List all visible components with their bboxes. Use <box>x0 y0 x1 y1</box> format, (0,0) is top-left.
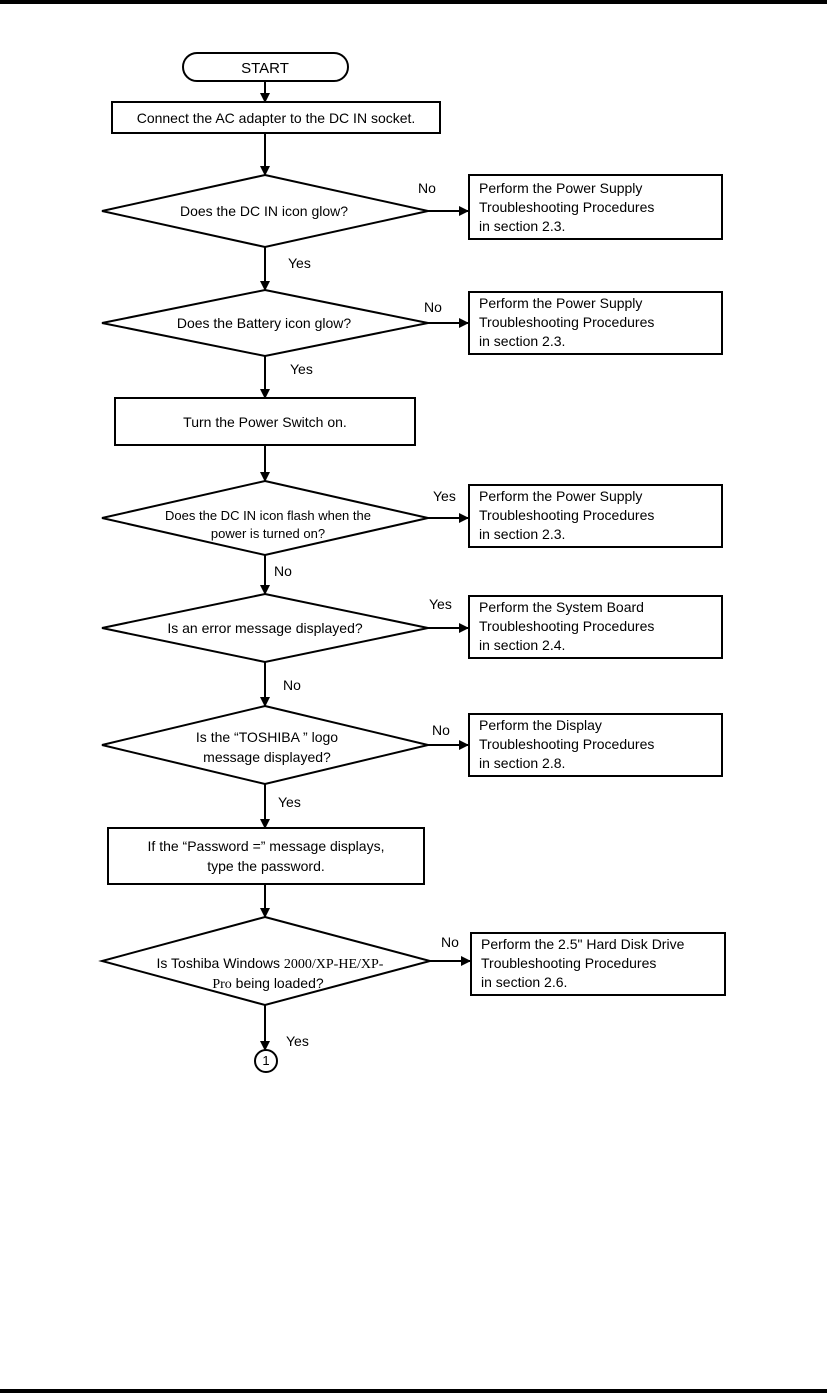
action-power-supply-1: Perform the Power Supply Troubleshooting… <box>468 174 723 240</box>
process-password-line2: type the password. <box>207 858 325 874</box>
action-display-line3: in section 2.8. <box>479 755 565 771</box>
action-hard-disk-line3: in section 2.6. <box>481 974 567 990</box>
connector-1-label: 1 <box>262 1053 269 1068</box>
decision-toshiba-logo-line2: message displayed? <box>203 749 331 765</box>
down-label-battery: Yes <box>290 361 313 377</box>
decision-windows-loaded-line2: Pro being loaded? <box>212 975 324 992</box>
decision-battery-glow: Does the Battery icon glow? <box>101 288 429 358</box>
process-password-line1: If the “Password =” message displays, <box>148 838 385 854</box>
branch-label-logo: No <box>432 722 450 738</box>
down-label-windows: Yes <box>286 1033 309 1049</box>
action-hard-disk-line2: Troubleshooting Procedures <box>481 955 656 971</box>
decision-error-message: Is an error message displayed? <box>101 592 429 664</box>
down-label-error: No <box>283 677 301 693</box>
action-power-supply-2: Perform the Power Supply Troubleshooting… <box>468 291 723 355</box>
action-power-supply-3-line1: Perform the Power Supply <box>479 488 642 504</box>
action-hard-disk: Perform the 2.5" Hard Disk Drive Trouble… <box>470 932 726 996</box>
process-connect-adapter: Connect the AC adapter to the DC IN sock… <box>111 101 441 134</box>
action-power-supply-3-line2: Troubleshooting Procedures <box>479 507 654 523</box>
decision-dc-in-flash-line1: Does the DC IN icon flash when the <box>165 508 371 523</box>
process-power-switch: Turn the Power Switch on. <box>114 397 416 446</box>
action-power-supply-2-line3: in section 2.3. <box>479 333 565 349</box>
down-label-logo: Yes <box>278 794 301 810</box>
action-system-board-line1: Perform the System Board <box>479 599 644 615</box>
down-label-dc-glow: Yes <box>288 255 311 271</box>
branch-label-windows: No <box>441 934 459 950</box>
action-power-supply-3: Perform the Power Supply Troubleshooting… <box>468 484 723 548</box>
action-system-board: Perform the System Board Troubleshooting… <box>468 595 723 659</box>
action-system-board-line3: in section 2.4. <box>479 637 565 653</box>
decision-windows-loaded: Is Toshiba Windows 2000/XP-HE/XP- Pro be… <box>98 915 434 1007</box>
action-power-supply-1-line3: in section 2.3. <box>479 218 565 234</box>
process-password: If the “Password =” message displays, ty… <box>107 827 425 885</box>
action-display-line2: Troubleshooting Procedures <box>479 736 654 752</box>
decision-error-message-label: Is an error message displayed? <box>167 620 363 636</box>
action-hard-disk-line1: Perform the 2.5" Hard Disk Drive <box>481 936 685 952</box>
action-power-supply-2-line1: Perform the Power Supply <box>479 295 642 311</box>
process-power-switch-label: Turn the Power Switch on. <box>183 414 347 430</box>
decision-toshiba-logo: Is the “TOSHIBA ” logo message displayed… <box>101 704 429 786</box>
decision-dc-in-flash-line2: power is turned on? <box>211 526 325 541</box>
decision-toshiba-logo-line1: Is the “TOSHIBA ” logo <box>196 729 338 745</box>
action-system-board-line2: Troubleshooting Procedures <box>479 618 654 634</box>
process-connect-adapter-label: Connect the AC adapter to the DC IN sock… <box>137 110 416 126</box>
action-power-supply-2-line2: Troubleshooting Procedures <box>479 314 654 330</box>
connector-1: 1 <box>254 1049 278 1073</box>
decision-windows-loaded-line1: Is Toshiba Windows 2000/XP-HE/XP- <box>157 955 384 972</box>
down-label-dc-flash: No <box>274 563 292 579</box>
branch-label-dc-flash: Yes <box>433 488 456 504</box>
action-power-supply-1-line1: Perform the Power Supply <box>479 180 642 196</box>
decision-dc-in-flash: Does the DC IN icon flash when the power… <box>101 479 429 557</box>
start-label: START <box>241 60 289 77</box>
action-display: Perform the Display Troubleshooting Proc… <box>468 713 723 777</box>
action-power-supply-3-line3: in section 2.3. <box>479 526 565 542</box>
action-display-line1: Perform the Display <box>479 717 602 733</box>
branch-label-battery: No <box>424 299 442 315</box>
branch-label-dc-glow: No <box>418 180 436 196</box>
action-power-supply-1-line2: Troubleshooting Procedures <box>479 199 654 215</box>
decision-battery-glow-label: Does the Battery icon glow? <box>177 315 352 331</box>
decision-dc-in-glow: Does the DC IN icon glow? <box>101 173 429 249</box>
branch-label-error: Yes <box>429 596 452 612</box>
start-terminator: START <box>182 52 349 82</box>
decision-dc-in-glow-label: Does the DC IN icon glow? <box>180 203 348 219</box>
